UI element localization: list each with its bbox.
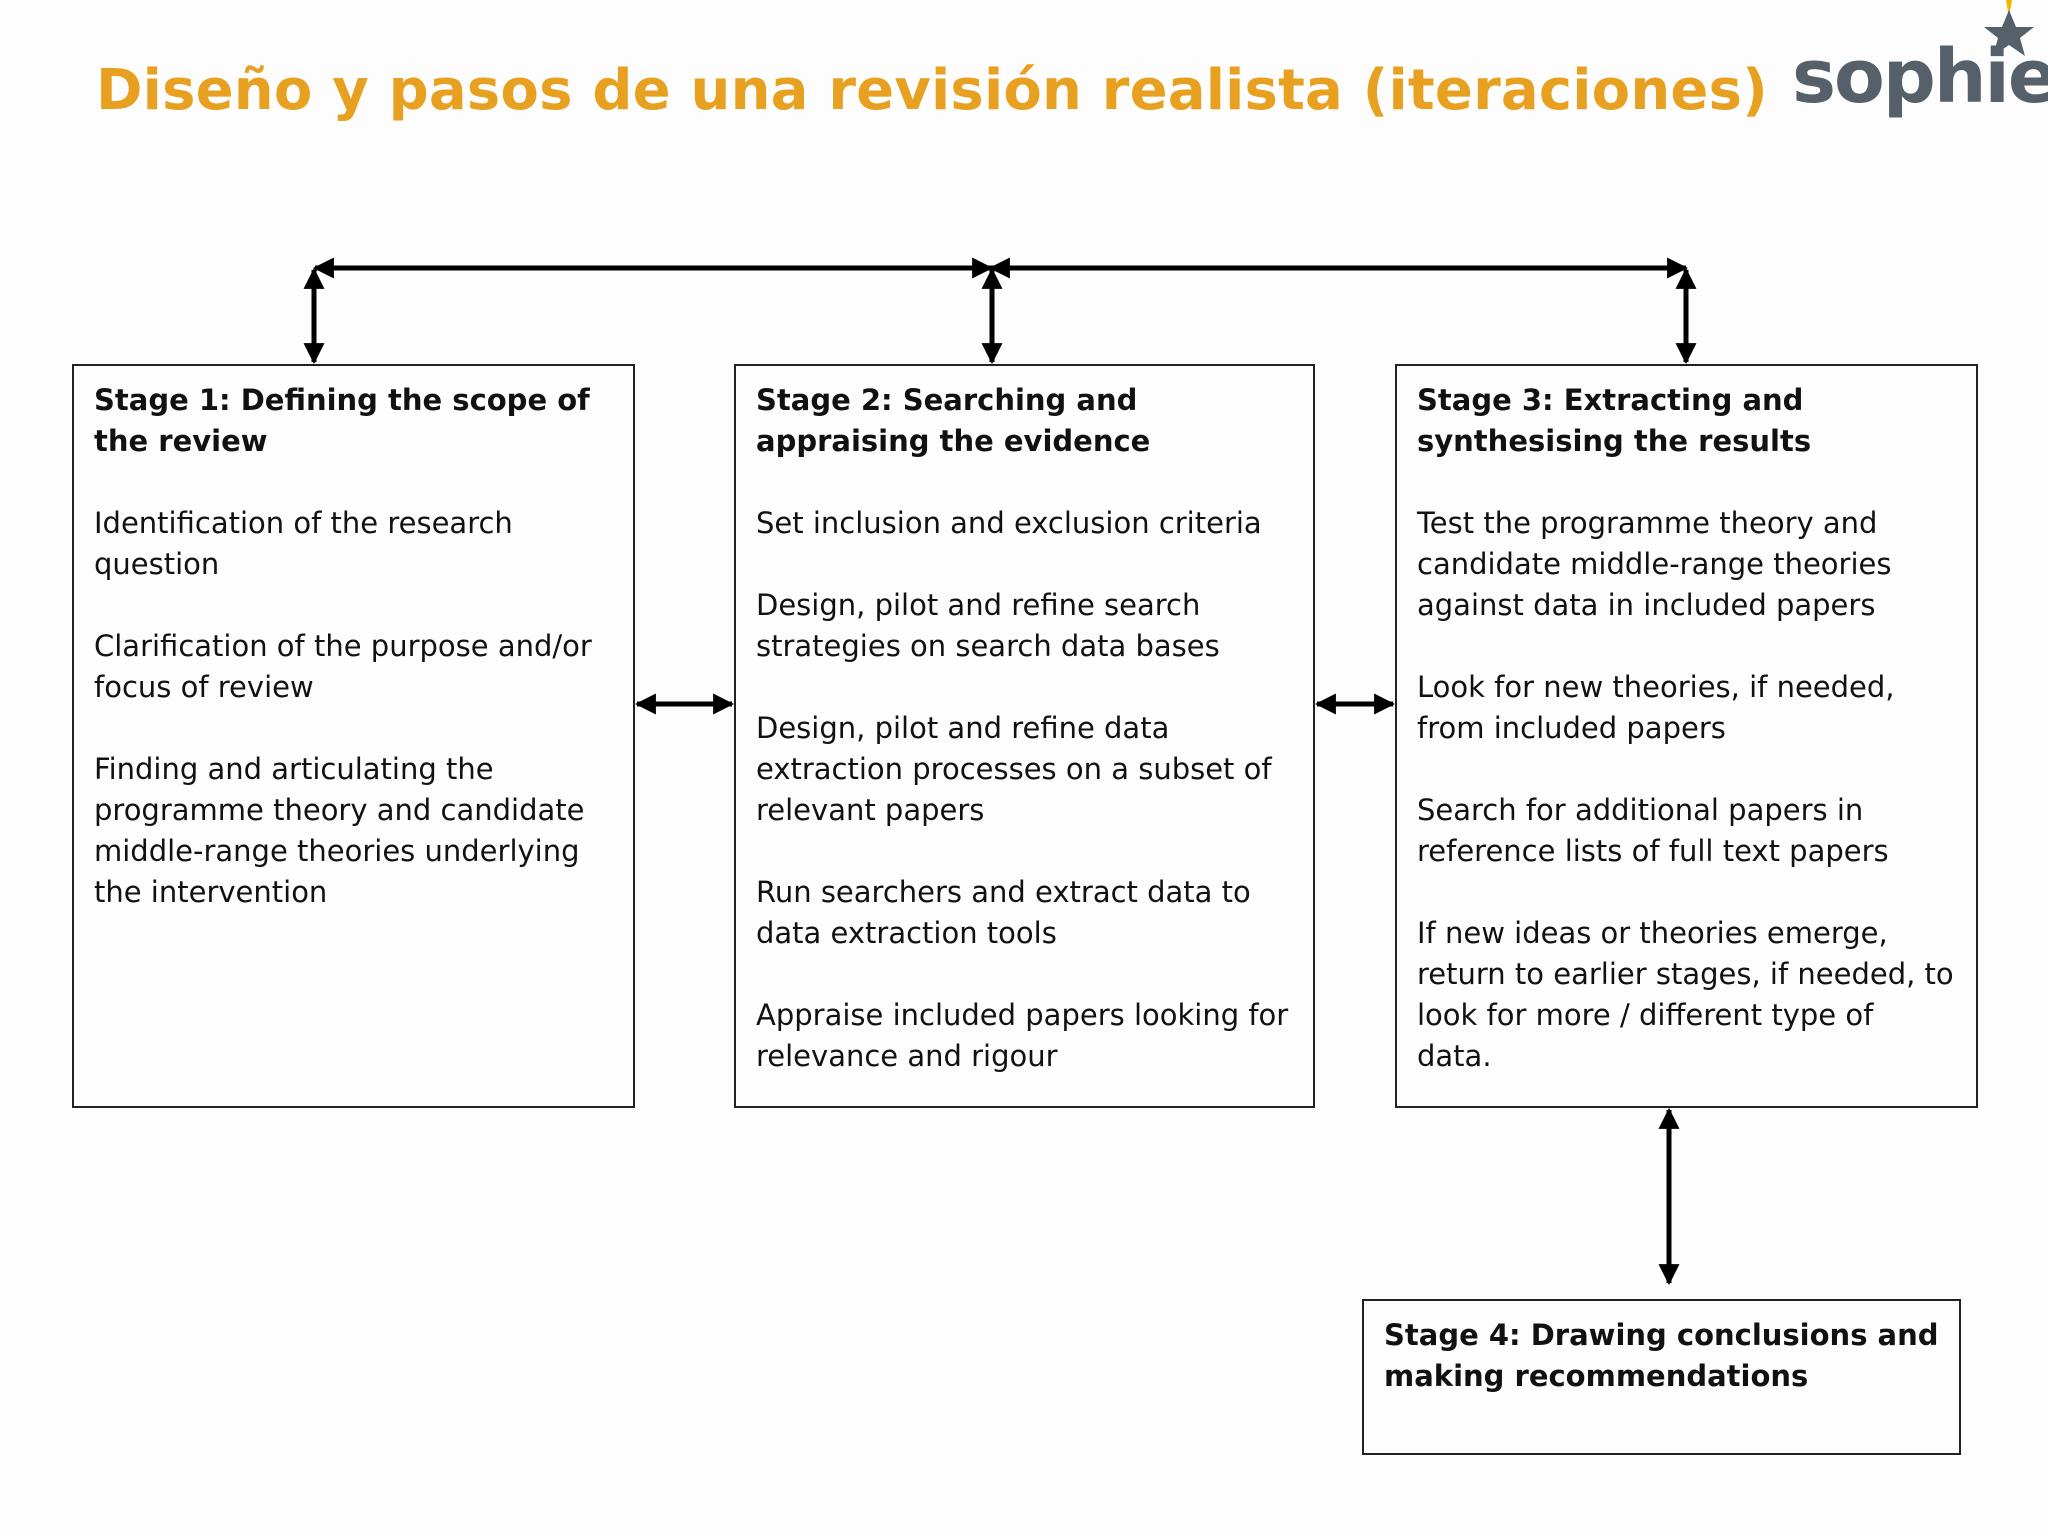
stage-2-item: Design, pilot and refine search strategi… xyxy=(756,588,1220,663)
stage-3-item: Look for new theories, if needed, from i… xyxy=(1417,670,1895,745)
stage-4-box: Stage 4: Drawing conclusions and making … xyxy=(1362,1299,1961,1455)
stage-1-heading: Stage 1: Defining the scope of the revie… xyxy=(94,383,590,458)
stage-2-heading: Stage 2: Searching and appraising the ev… xyxy=(756,383,1151,458)
stage-3-heading: Stage 3: Extracting and synthesising the… xyxy=(1417,383,1812,458)
stage-2-box: Stage 2: Searching and appraising the ev… xyxy=(734,364,1315,1108)
stage-2-item: Design, pilot and refine data extraction… xyxy=(756,711,1272,827)
stage-4-heading: Stage 4: Drawing conclusions and making … xyxy=(1384,1318,1939,1393)
stage-1-box: Stage 1: Defining the scope of the revie… xyxy=(72,364,635,1108)
stage-3-item: If new ideas or theories emerge, return … xyxy=(1417,916,1954,1073)
sophie-logo: sophie xyxy=(1780,0,2048,150)
star-icon xyxy=(1984,0,2034,56)
stage-1-item: Finding and articulating the programme t… xyxy=(94,752,585,909)
page-title: Diseño y pasos de una revisión realista … xyxy=(96,58,1768,123)
stage-2-item: Set inclusion and exclusion criteria xyxy=(756,506,1262,540)
stage-3-item: Test the programme theory and candidate … xyxy=(1417,506,1892,622)
stage-2-item: Appraise included papers looking for rel… xyxy=(756,998,1289,1073)
stage-3-box: Stage 3: Extracting and synthesising the… xyxy=(1395,364,1978,1108)
logo-text: sophie xyxy=(1792,34,2048,120)
stage-1-item: Identification of the research question xyxy=(94,506,513,581)
stage-2-item: Run searchers and extract data to data e… xyxy=(756,875,1251,950)
stage-1-item: Clarification of the purpose and/or focu… xyxy=(94,629,592,704)
stage-3-item: Search for additional papers in referenc… xyxy=(1417,793,1889,868)
